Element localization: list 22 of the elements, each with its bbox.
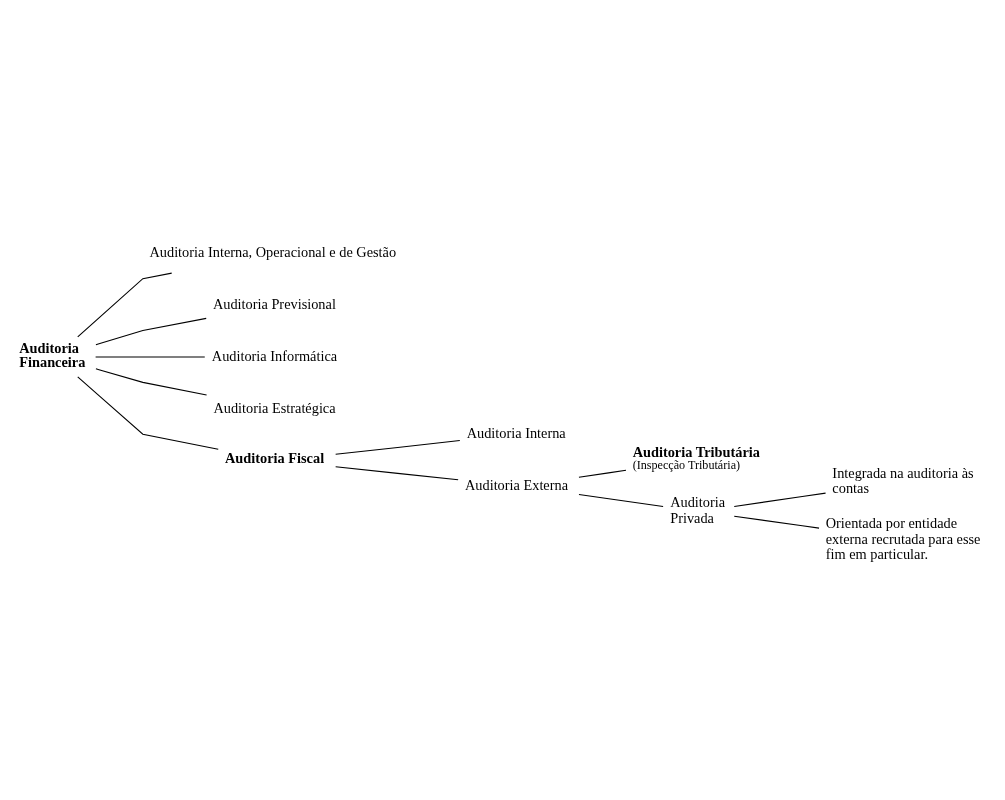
connector	[578, 469, 627, 478]
node-text: Auditoria Tributária (Inspecção Tributária)	[632, 443, 760, 473]
connector	[578, 493, 664, 508]
node-text: Auditoria Previsional	[212, 295, 336, 312]
node-text: Auditoria Fiscal	[225, 450, 325, 467]
node-text: Auditoria Estratégica	[213, 399, 336, 416]
connector	[733, 515, 820, 529]
node-text: Auditoria Externa	[464, 476, 569, 493]
node-text: Auditoria Financeira	[19, 340, 86, 371]
connector	[77, 376, 219, 450]
node-text: Integrada na auditoria às contas	[832, 464, 974, 497]
connector	[335, 466, 459, 481]
connector	[733, 492, 827, 507]
connector	[95, 317, 207, 346]
connector	[95, 368, 208, 396]
connector	[77, 272, 173, 338]
node-text: Auditoria Interna, Operacional e de Gestão	[149, 244, 397, 261]
node-text: Auditoria Interna	[466, 424, 566, 441]
connector	[335, 440, 461, 455]
node-text: Auditoria Privada	[670, 494, 726, 526]
node-text: Orientada por entidade externa recrutada para esse fim em particular.	[825, 515, 981, 563]
node-text: Auditoria Informática	[211, 347, 338, 364]
